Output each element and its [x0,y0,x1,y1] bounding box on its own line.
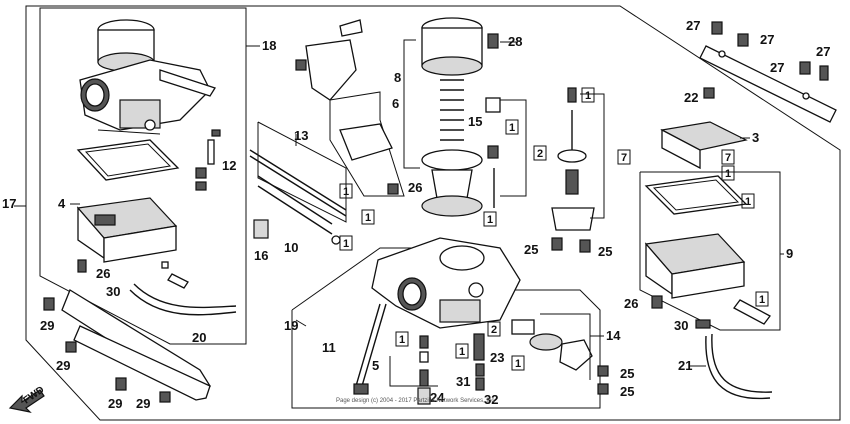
callout-12: 12 [222,158,236,173]
callout-30-b: 30 [674,318,688,333]
box-2-b: 2 [491,324,497,336]
callout-20: 20 [192,330,206,345]
center-screws [551,237,609,395]
callout-6: 6 [392,96,399,111]
throttle-linkage [295,19,405,197]
callout-3: 3 [752,130,759,145]
left-carburetor [79,19,216,135]
callout-15: 15 [468,114,482,129]
callout-8: 8 [394,70,401,85]
box-labels: 1 1 1 1 2 1 1 7 7 1 1 1 1 1 2 1 [339,87,769,371]
callout-31: 31 [456,374,470,389]
leader-lines [14,41,784,367]
box-1-i: 1 [759,294,765,306]
callout-11: 11 [322,340,336,355]
copyright-watermark: Page design (c) 2004 - 2017 Partzilla Ne… [336,398,494,404]
right-float-bowl [644,175,771,325]
box-1-d: 1 [509,122,515,134]
callout-24: 24 [430,390,445,405]
callout-18: 18 [262,38,276,53]
box-1-g: 1 [725,168,731,180]
callout-5: 5 [372,358,379,373]
box-1-a: 1 [343,186,349,198]
hose-20 [129,289,237,316]
callout-30-a: 30 [106,284,120,299]
callout-25-d: 25 [620,384,634,399]
accelerator-pump [511,313,593,380]
callout-29-d: 29 [136,396,150,411]
box-2-a: 2 [537,148,543,160]
box-1-l: 1 [515,358,521,370]
center-jets [353,303,485,405]
box-1-e: 1 [487,214,493,226]
callout-numbers: 18 17 4 12 26 30 29 29 29 29 20 13 16 10… [2,18,830,411]
center-carburetor [371,237,521,329]
box-1-c: 1 [343,238,349,250]
callout-10: 10 [284,240,298,255]
needle-jet-parts [485,97,527,208]
callout-29-c: 29 [108,396,122,411]
box-1-h: 1 [745,196,751,208]
callout-25-b: 25 [598,244,612,259]
callout-26-a: 26 [96,266,110,281]
callout-25-a: 25 [524,242,538,257]
callout-9: 9 [786,246,793,261]
callout-4: 4 [58,196,66,211]
callout-29-a: 29 [40,318,54,333]
box-1-b: 1 [365,212,371,224]
left-float-bowl [76,139,180,263]
callout-23: 23 [490,350,504,365]
box-7-a: 7 [621,152,627,164]
assembly-frame [25,5,841,421]
callout-27-d: 27 [816,44,830,59]
box-1-k: 1 [459,346,465,358]
callout-25-c: 25 [620,366,634,381]
callout-17: 17 [2,196,16,211]
callout-22: 22 [684,90,698,105]
box-7-b: 7 [725,152,731,164]
box-1-j: 1 [399,334,405,346]
hose-21 [705,335,771,400]
fwd-arrow: FWD [8,384,46,413]
callout-29-b: 29 [56,358,70,373]
callout-21: 21 [678,358,692,373]
center-piston [403,17,499,217]
left-bracket-links [61,289,212,401]
callout-19: 19 [284,318,298,333]
group-box-9 [639,171,781,331]
callout-32: 32 [484,392,498,407]
callout-26-b: 26 [408,180,422,195]
callout-13: 13 [294,128,308,143]
callout-27-c: 27 [770,60,784,75]
callout-14: 14 [606,328,621,343]
slide-parts [551,87,605,231]
callout-16: 16 [254,248,268,263]
group-box-18 [39,7,247,345]
box-1-f: 1 [585,90,591,102]
callout-27-b: 27 [760,32,774,47]
left-small-parts [43,129,221,403]
right-side-parts [660,21,837,170]
tube-set [249,121,347,245]
callout-26-c: 26 [624,296,638,311]
callout-27-a: 27 [686,18,700,33]
